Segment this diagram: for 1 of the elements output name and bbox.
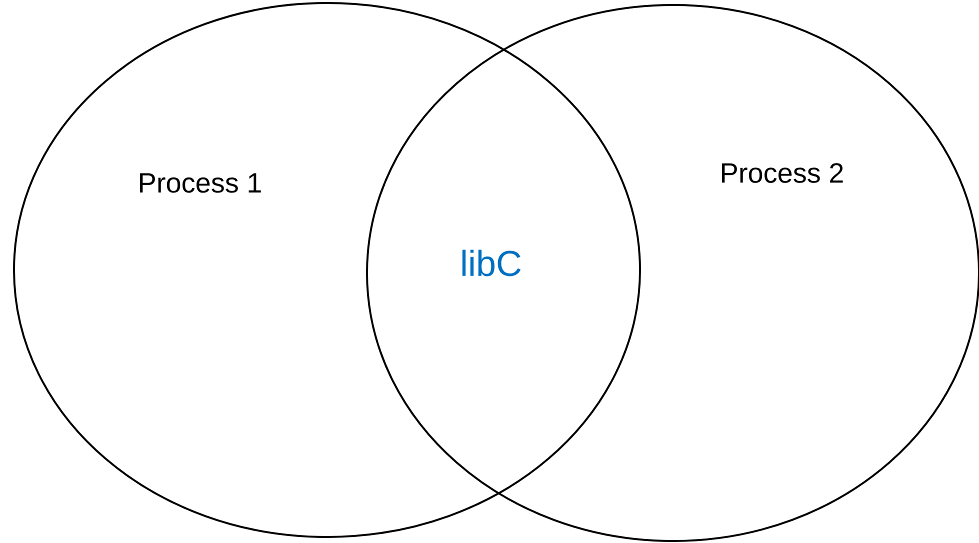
overlap-label: libC [462, 250, 521, 276]
